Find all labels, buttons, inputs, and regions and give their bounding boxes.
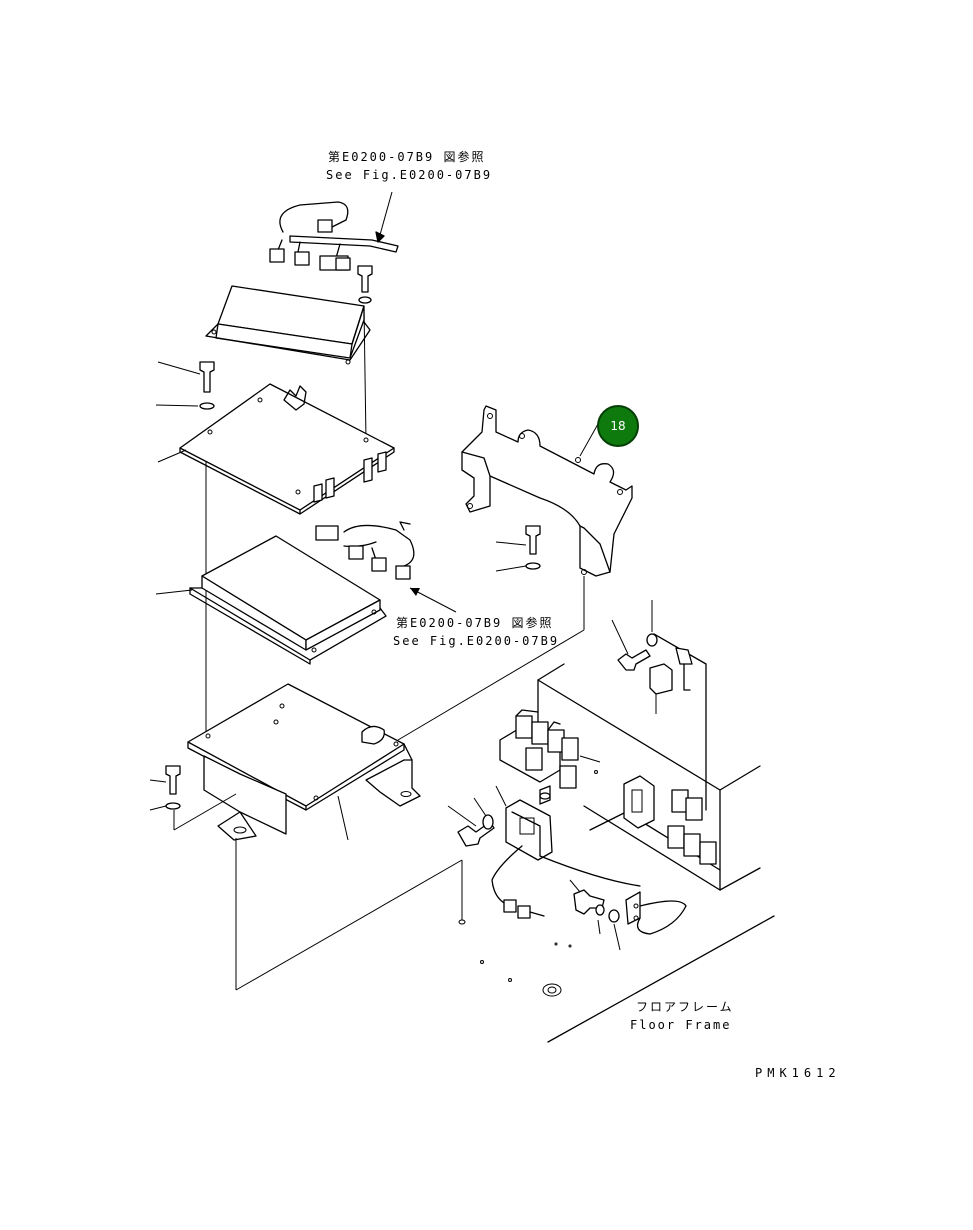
fuse-holder: [491, 785, 641, 919]
bolt-4: [149, 765, 466, 991]
relay-box: [499, 633, 761, 891]
floor-frame: [480, 915, 775, 1043]
part-callout-number: 18: [610, 419, 626, 433]
mounting-plate-upper: [157, 383, 395, 734]
floor-frame-label-en: Floor Frame: [630, 1018, 732, 1032]
drawing-code: PMK1612: [755, 1066, 841, 1080]
bolt-6: [447, 797, 495, 847]
part-callout-18[interactable]: 18: [597, 405, 639, 447]
bolt-5: [611, 619, 651, 671]
ground-bracket: [569, 879, 687, 951]
bolt-1: [357, 265, 373, 304]
bracket-part-18: [397, 405, 633, 741]
controller-box-upper: [205, 285, 371, 441]
wire-harness-middle: [315, 521, 457, 613]
reference-label-en-2: See Fig.E0200-07B9: [393, 634, 560, 648]
reference-label-en-1: See Fig.E0200-07B9: [326, 168, 493, 182]
mounting-plate-lower: [187, 683, 421, 841]
bolt-2: [155, 361, 215, 410]
reference-label-jp-1: 第E0200-07B9 図参照: [328, 150, 486, 164]
floor-frame-label-jp: フロアフレーム: [636, 1000, 734, 1014]
controller-box-middle: [155, 535, 387, 665]
relay-single: [646, 600, 693, 714]
wire-harness-top: [269, 191, 399, 271]
reference-label-jp-2: 第E0200-07B9 図参照: [396, 616, 554, 630]
bolt-3: [495, 525, 541, 572]
